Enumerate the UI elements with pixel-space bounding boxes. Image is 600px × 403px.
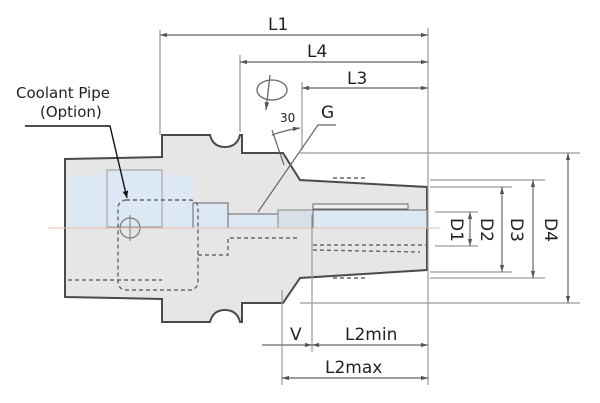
dim-D2: D2: [476, 218, 496, 242]
thread-G-label: G: [321, 103, 334, 123]
dim-L1: L1: [268, 15, 288, 35]
dim-L2max: L2max: [325, 358, 382, 378]
angle-label: 30: [280, 111, 295, 125]
option-label: (Option): [40, 103, 102, 121]
dimension-lines: [160, 32, 571, 381]
dim-V: V: [290, 325, 302, 345]
dim-L3: L3: [347, 69, 367, 89]
rotation-direction-icon: [256, 74, 288, 111]
dim-D1: D1: [446, 218, 466, 242]
dim-D3: D3: [506, 218, 526, 242]
coolant-pipe-label: Coolant Pipe: [16, 84, 110, 102]
dim-L2min: L2min: [345, 325, 397, 345]
dim-D4: D4: [540, 218, 560, 242]
dim-L4: L4: [307, 42, 327, 62]
coolant-pipe-leader: [25, 125, 129, 199]
